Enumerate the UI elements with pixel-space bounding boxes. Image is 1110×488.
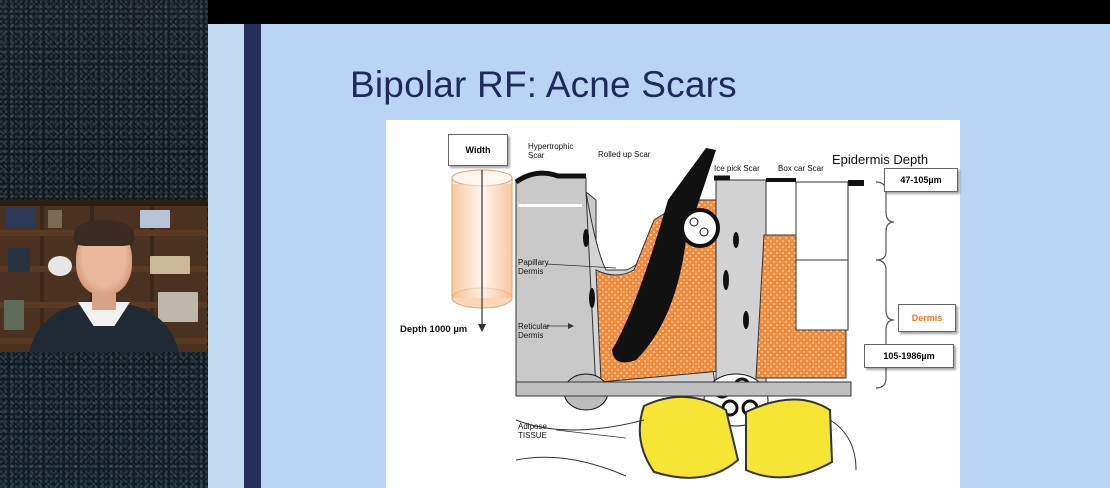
slide-side-band <box>208 24 244 488</box>
slide-accent-bar <box>244 24 261 488</box>
papillary-dermis-label: Papillary Dermis <box>518 258 549 276</box>
slide-title: Bipolar RF: Acne Scars <box>350 64 737 105</box>
box-car-scar-label: Box car Scar <box>778 164 824 173</box>
dermis-label-box: Dermis <box>898 304 956 332</box>
shelf-book <box>6 208 36 228</box>
depth-label: Depth 1000 µm <box>400 324 468 335</box>
ice-pick-scar-label: Ice pick Scar <box>714 164 760 173</box>
shelf-ornament <box>48 256 72 276</box>
presenter-hair <box>74 220 134 246</box>
width-box: Width <box>448 134 508 166</box>
epidermis-value-box: 47-105µm <box>884 168 958 192</box>
label-leaders <box>545 263 627 439</box>
depth-cylinder <box>451 169 513 332</box>
skin-cross-section <box>514 148 864 479</box>
presenter-webcam <box>0 200 207 352</box>
rolled-up-scar-label: Rolled up Scar <box>598 150 651 159</box>
shelf-frame <box>158 292 198 322</box>
shelf-book <box>150 256 190 274</box>
epidermis-depth-label: Epidermis Depth <box>832 152 929 167</box>
hypertrophic-scar-label: Hypertrophic Scar <box>528 142 574 160</box>
top-bar <box>208 0 1110 24</box>
diagram-drawing <box>451 148 895 479</box>
reticular-dermis-label: Reticular Dermis <box>518 322 550 340</box>
shelf-book <box>140 210 170 228</box>
shelf-plant <box>4 300 24 330</box>
presentation-slide: Bipolar RF: Acne Scars <box>208 24 1110 488</box>
presenter-neck <box>92 290 116 310</box>
adipose-tissue-label: Adipose TISSUE <box>518 422 547 440</box>
shelf-book <box>48 210 62 228</box>
skin-scar-diagram: Width Depth 1000 µm Hypertrophic Scar Ro… <box>386 120 960 488</box>
shelf-book <box>8 248 30 272</box>
dermis-value-box: 105-1986µm <box>864 344 954 368</box>
